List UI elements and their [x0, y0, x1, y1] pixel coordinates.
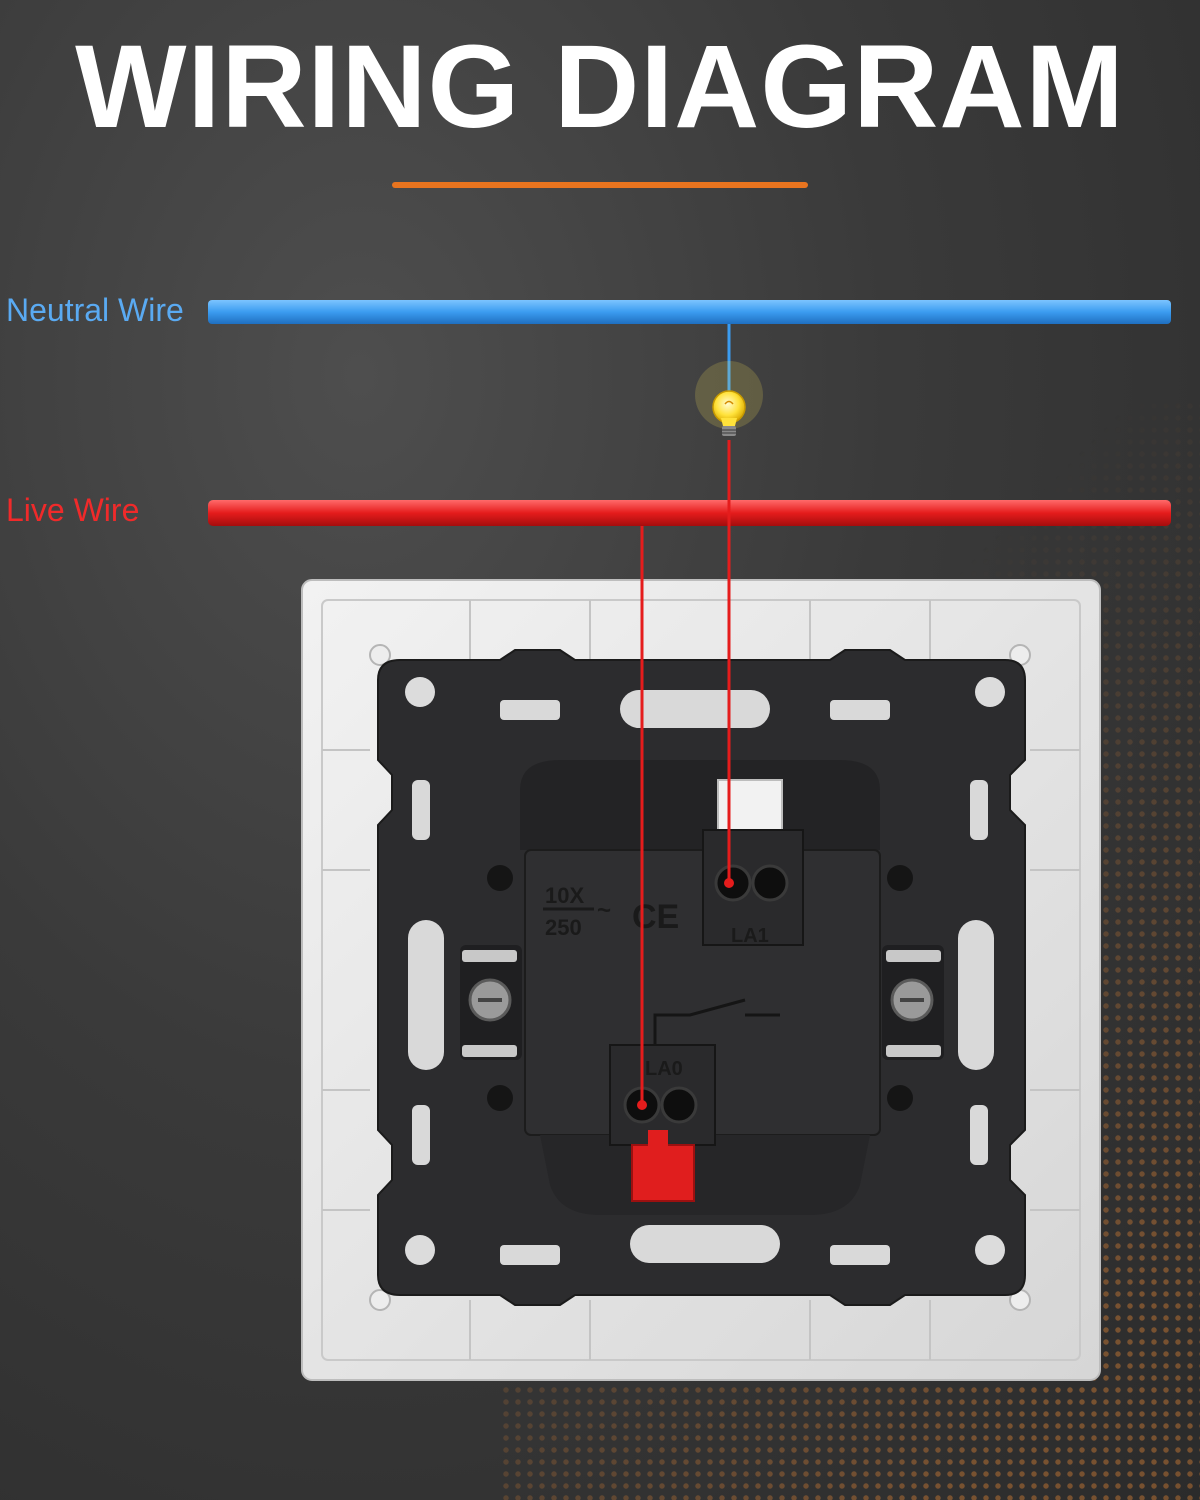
- rating-symbol: ~: [597, 897, 611, 924]
- terminal-la0: LA0: [609, 1044, 716, 1202]
- terminal-la1: LA1: [702, 779, 804, 947]
- terminal-la1-label: LA1: [731, 925, 769, 947]
- ce-mark: CE: [632, 898, 679, 936]
- live-wire: [208, 500, 1171, 526]
- page-title: WIRING DIAGRAM: [75, 21, 1125, 153]
- title-underline: [392, 182, 808, 188]
- neutral-wire: [208, 300, 1171, 324]
- neutral-wire-label: Neutral Wire: [6, 292, 184, 328]
- terminal-la0-label: LA0: [645, 1058, 683, 1080]
- live-wire-label: Live Wire: [6, 492, 140, 528]
- rating-voltage: 250: [545, 915, 582, 940]
- switch-mechanism: 10X 250 ~ CE LA1 LA0: [460, 760, 944, 1215]
- left-screw-terminal: [460, 945, 522, 1060]
- switch-symbol: [653, 998, 780, 1045]
- right-screw-terminal: [882, 945, 944, 1060]
- light-bulb-icon: [695, 361, 763, 436]
- rating-current: 10X: [545, 883, 584, 908]
